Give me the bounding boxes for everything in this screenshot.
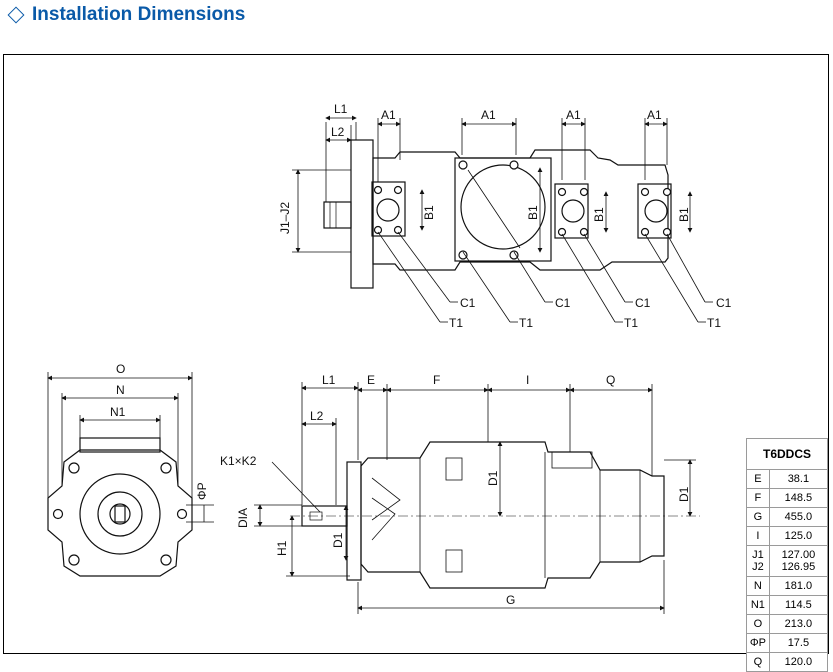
spec-value: 17.5 xyxy=(768,633,829,653)
label-end-N: N xyxy=(116,383,125,397)
top-view-labels: L1 L2 J1–J2 A1 A1 A1 A1 B1 B1 B1 B1 C1 C… xyxy=(278,102,732,330)
label-side-D1c: D1 xyxy=(331,532,345,548)
label-top-J1J2: J1–J2 xyxy=(278,202,292,234)
label-top-C1c: C1 xyxy=(635,296,651,310)
label-top-A1c: A1 xyxy=(566,108,581,122)
label-side-L2: L2 xyxy=(310,409,324,423)
label-top-T1c: T1 xyxy=(624,316,638,330)
technical-drawing: L1 L2 J1–J2 A1 A1 A1 A1 B1 B1 B1 B1 C1 C… xyxy=(47,102,732,614)
label-side-L1: L1 xyxy=(322,373,336,387)
label-top-C1a: C1 xyxy=(460,296,476,310)
end-view-labels: O N N1 ΦP xyxy=(110,362,209,500)
label-end-N1: N1 xyxy=(110,405,126,419)
label-end-DIA: DIA xyxy=(236,508,250,528)
spec-value: 181.0 xyxy=(768,576,829,596)
section-title: Installation Dimensions xyxy=(6,3,245,27)
label-top-A1b: A1 xyxy=(481,108,496,122)
spec-key: N xyxy=(746,576,770,596)
spec-key: N1 xyxy=(746,595,770,615)
spec-value: 127.00 126.95 xyxy=(768,545,829,577)
spec-value: 213.0 xyxy=(768,614,829,634)
section-title-text: Installation Dimensions xyxy=(32,4,246,25)
spec-key: E xyxy=(746,469,770,489)
spec-value: 114.5 xyxy=(768,595,829,615)
drawing-frame xyxy=(3,54,829,654)
port-plate-3 xyxy=(554,183,589,239)
side-flange xyxy=(346,461,362,581)
top-view xyxy=(292,115,713,323)
spec-value: 125.0 xyxy=(768,526,829,546)
label-side-F: F xyxy=(433,373,440,387)
label-top-T1d: T1 xyxy=(707,316,721,330)
label-top-C1d: C1 xyxy=(716,296,732,310)
top-flange xyxy=(350,139,374,289)
top-body xyxy=(372,149,669,271)
spec-key: J1 J2 xyxy=(746,545,770,577)
end-view xyxy=(47,372,214,577)
label-side-K: K1×K2 xyxy=(220,454,257,468)
label-top-T1b: T1 xyxy=(519,316,533,330)
spec-value: 148.5 xyxy=(768,488,829,508)
label-end-O: O xyxy=(116,362,125,376)
label-top-B1d: B1 xyxy=(677,207,691,222)
spec-key: ΦP xyxy=(746,633,770,653)
label-side-Q: Q xyxy=(606,373,615,387)
spec-key: O xyxy=(746,614,770,634)
spec-value: 120.0 xyxy=(768,652,829,672)
spec-key: Q xyxy=(746,652,770,672)
top-shaft xyxy=(323,201,352,229)
label-side-D1b: D1 xyxy=(677,486,691,502)
label-top-T1a: T1 xyxy=(449,316,463,330)
label-side-D1a: D1 xyxy=(486,470,500,486)
label-top-B1b: B1 xyxy=(526,205,540,220)
label-top-C1b: C1 xyxy=(555,296,571,310)
label-top-A1d: A1 xyxy=(647,108,662,122)
label-side-E: E xyxy=(367,373,375,387)
port-plate-1 xyxy=(371,181,406,237)
label-side-G: G xyxy=(506,593,515,607)
label-side-I: I xyxy=(526,373,529,387)
spec-key: I xyxy=(746,526,770,546)
spec-key: G xyxy=(746,507,770,527)
label-top-A1a: A1 xyxy=(381,108,396,122)
label-top-B1c: B1 xyxy=(592,207,606,222)
spec-value: 38.1 xyxy=(768,469,829,489)
label-top-L1: L1 xyxy=(334,102,348,116)
port-plate-2 xyxy=(454,157,552,262)
side-view-labels: L1 L2 E F I Q K1×K2 D1 D1 D1 G DIA H1 xyxy=(220,373,691,607)
label-end-P: ΦP xyxy=(195,482,209,500)
end-housing xyxy=(47,449,193,577)
spec-key: F xyxy=(746,488,770,508)
port-plate-4 xyxy=(637,183,672,239)
side-view xyxy=(254,382,700,614)
side-body xyxy=(360,441,665,589)
label-top-L2: L2 xyxy=(331,125,345,139)
spec-table-header: T6DDCS xyxy=(746,438,828,470)
end-top-block xyxy=(79,437,161,453)
spec-value: 455.0 xyxy=(768,507,829,527)
label-end-H1: H1 xyxy=(275,540,289,556)
label-top-B1a: B1 xyxy=(422,205,436,220)
